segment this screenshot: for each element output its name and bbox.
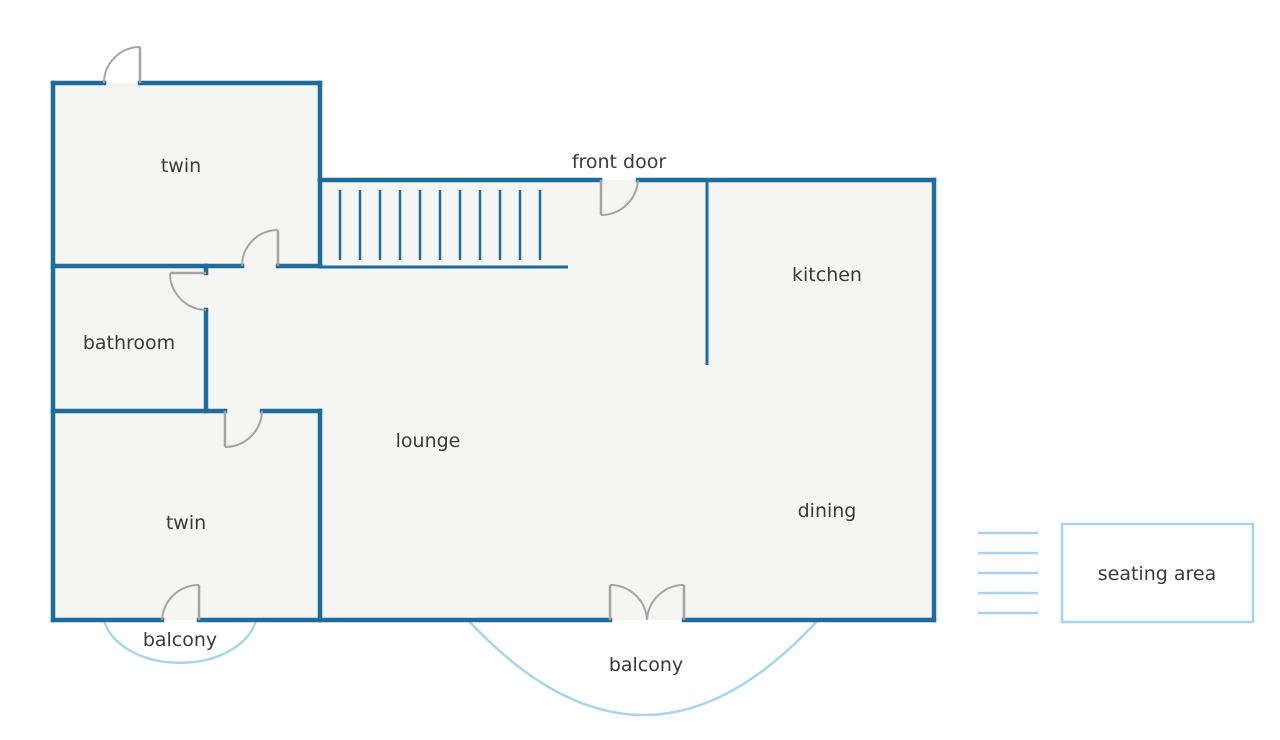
twin-lower-floor xyxy=(53,411,320,620)
twin-upper-floor xyxy=(53,83,320,266)
doors xyxy=(103,46,686,621)
label-front-door: front door xyxy=(572,151,667,173)
seating-area-outline xyxy=(1060,522,1255,624)
label-dining: dining xyxy=(798,500,857,522)
label-twin-upper: twin xyxy=(161,155,201,177)
label-lounge: lounge xyxy=(396,430,461,452)
label-bathroom: bathroom xyxy=(83,332,175,354)
door-twin-lower-hall xyxy=(223,410,263,448)
outdoor-steps xyxy=(978,531,1038,615)
label-balcony-main: balcony xyxy=(609,654,683,676)
floor-areas xyxy=(53,83,934,620)
label-balcony-small: balcony xyxy=(143,629,217,651)
main-floor xyxy=(320,180,934,620)
label-seating-area: seating area xyxy=(1098,563,1216,585)
staircase xyxy=(320,190,568,269)
lounge-floor xyxy=(206,266,320,411)
door-balcony-small xyxy=(161,583,201,621)
door-balcony-main xyxy=(608,583,686,621)
door-front xyxy=(599,179,639,217)
door-twin-upper xyxy=(103,46,142,84)
label-kitchen: kitchen xyxy=(792,264,862,286)
door-twin-upper-hall xyxy=(241,229,280,267)
walls xyxy=(50,80,937,623)
balcony-main-outline xyxy=(467,619,819,717)
label-twin-lower: twin xyxy=(166,512,206,534)
bathroom-floor xyxy=(53,266,206,411)
door-bathroom xyxy=(169,271,207,311)
balcony-small-outline xyxy=(102,619,258,665)
